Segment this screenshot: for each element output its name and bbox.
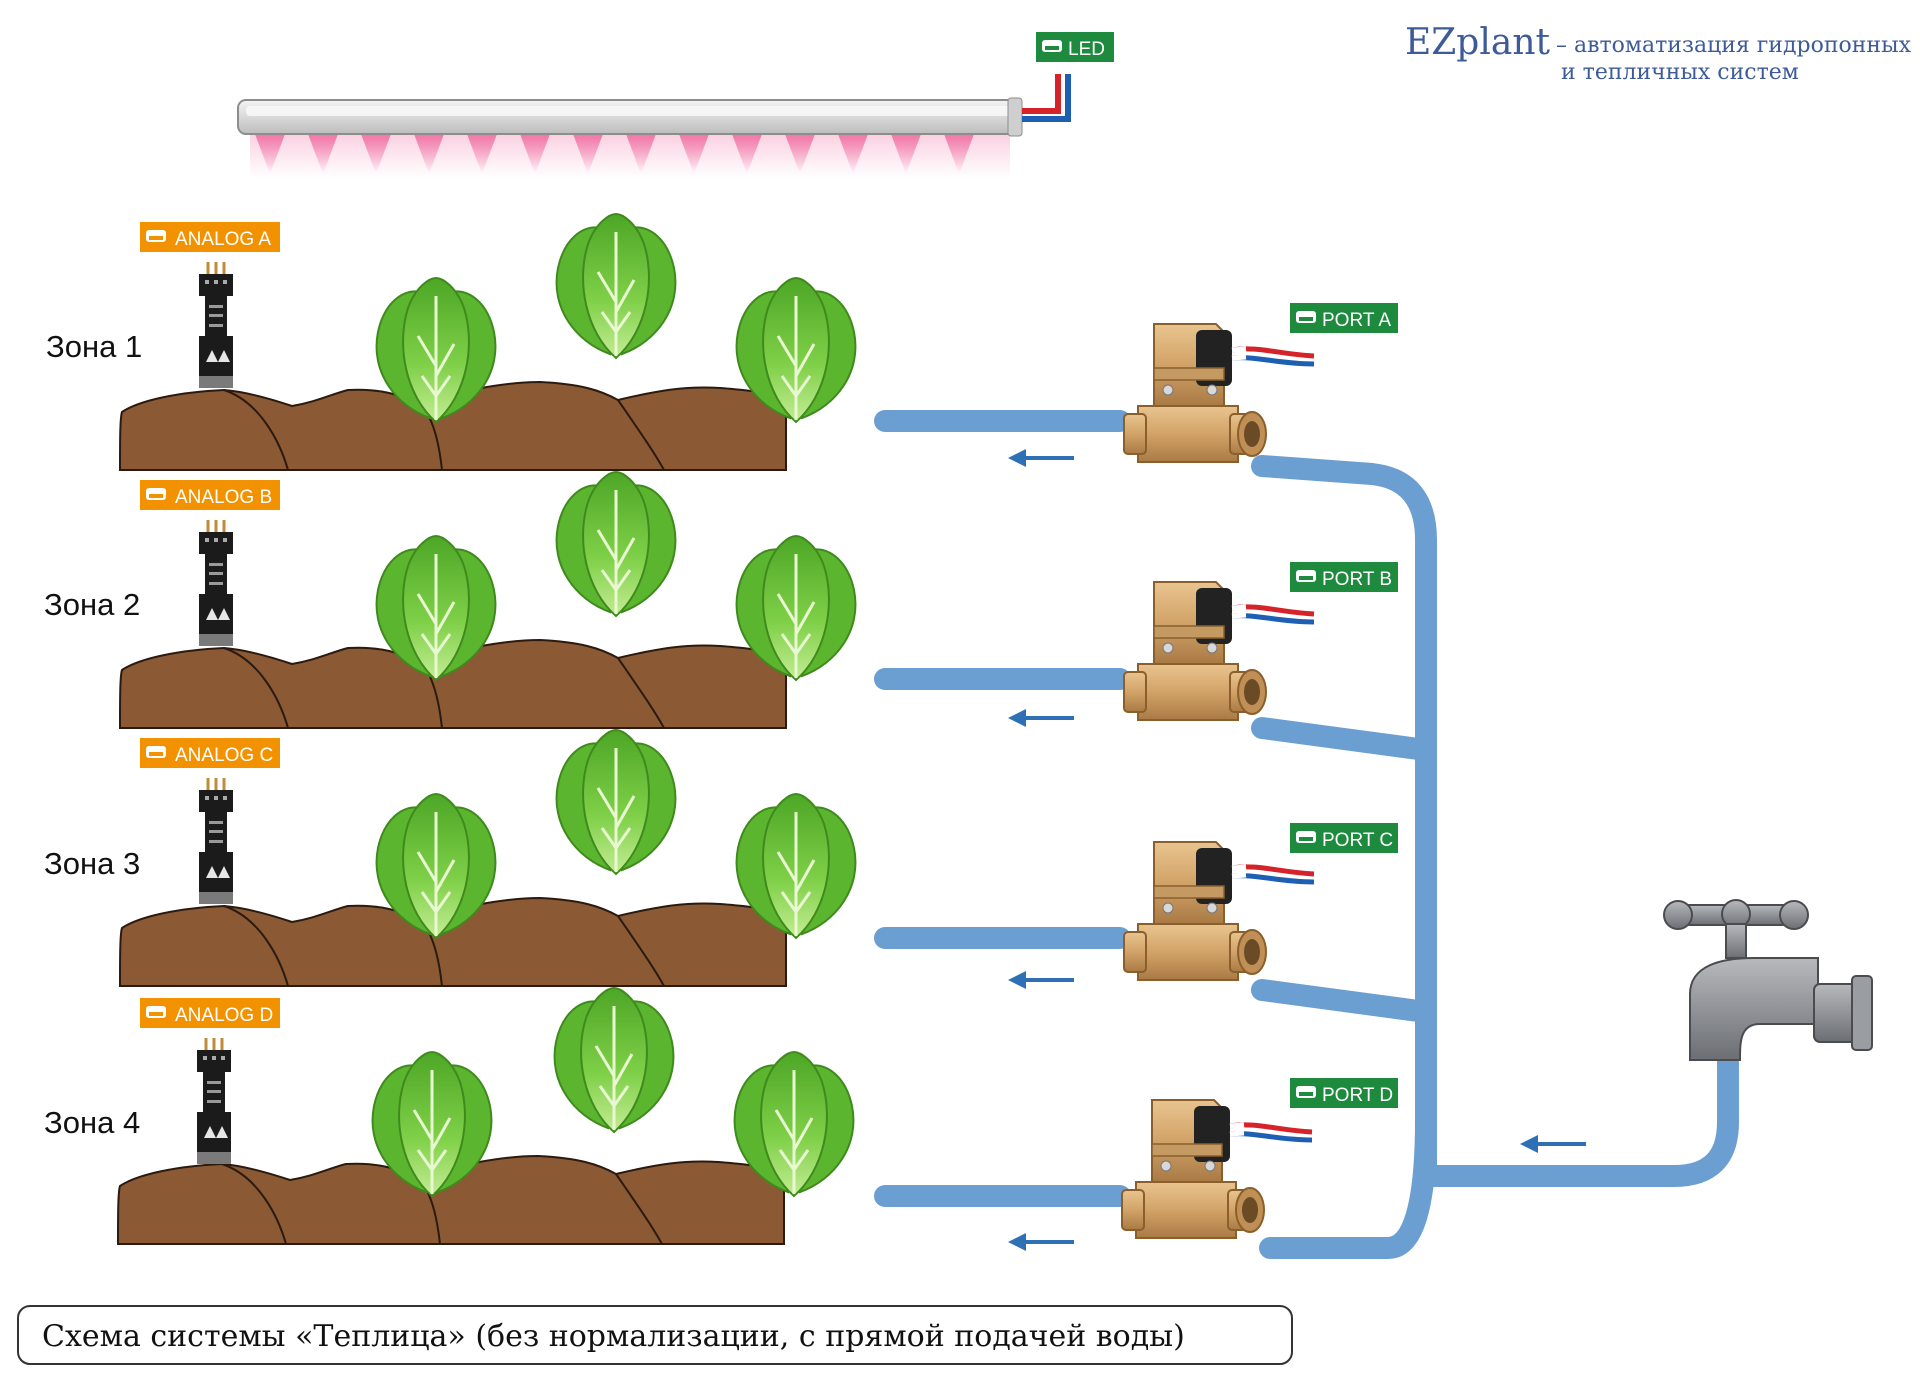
sensor-tag: ANALOG B — [140, 480, 280, 510]
flow-arrow-icon — [1006, 707, 1076, 729]
module-tag-icon — [1042, 40, 1062, 52]
zone-label: Зона 2 — [44, 587, 140, 622]
flow-arrow-icon — [1006, 1231, 1076, 1253]
port-label: PORT A — [1322, 310, 1391, 331]
solenoid-valve-icon — [1124, 324, 1314, 462]
lettuce-icon — [555, 728, 677, 876]
module-tag-icon — [1296, 831, 1316, 843]
led-strip-icon — [237, 74, 1071, 178]
sensor-label: ANALOG C — [175, 745, 273, 766]
brand-tagline-line1: – автоматизация гидропонных — [1556, 33, 1912, 58]
sensor-tag: ANALOG D — [140, 998, 280, 1028]
solenoid-valve-icon — [1124, 842, 1314, 980]
caption-box: Схема системы «Теплица» (без нормализаци… — [17, 1305, 1293, 1365]
soil-sensor-icon — [197, 260, 235, 390]
module-tag-icon — [1296, 311, 1316, 323]
sensor-label: ANALOG B — [175, 487, 272, 508]
sensor-label: ANALOG A — [175, 229, 271, 250]
sensor-label: ANALOG D — [175, 1005, 273, 1026]
module-tag-icon — [1296, 570, 1316, 582]
zone-1: ANALOG A Зона 1 PORT A — [46, 212, 1398, 471]
zone-label: Зона 3 — [44, 846, 140, 881]
port-tag: PORT C — [1290, 823, 1398, 853]
led-tag: LED — [1036, 32, 1114, 62]
module-tag-icon — [146, 230, 166, 242]
zone-3: ANALOG C Зона 3 PORT C — [44, 728, 1398, 991]
flow-arrow-icon — [1518, 1133, 1588, 1155]
solenoid-valve-icon — [1124, 582, 1314, 720]
port-tag: PORT B — [1290, 562, 1398, 592]
brand-tagline-line2: и тепличных систем — [1561, 60, 1799, 85]
sensor-tag: ANALOG A — [140, 222, 280, 252]
zone-label: Зона 4 — [44, 1105, 140, 1140]
led-label: LED — [1068, 39, 1105, 60]
zone-label: Зона 1 — [46, 329, 142, 364]
port-label: PORT B — [1322, 569, 1392, 590]
module-tag-icon — [146, 1006, 166, 1018]
caption-text: Схема системы «Теплица» (без нормализаци… — [42, 1319, 1185, 1354]
soil-sensor-icon — [197, 776, 235, 906]
soil-sensor-icon — [197, 518, 235, 648]
lettuce-icon — [553, 986, 675, 1134]
zone-4: ANALOG D Зона 4 PORT D — [44, 986, 1398, 1253]
port-label: PORT C — [1322, 830, 1393, 851]
water-pipes — [874, 410, 1739, 1259]
soil-sensor-icon — [195, 1036, 233, 1166]
port-tag: PORT A — [1290, 303, 1398, 333]
flow-arrow-icon — [1006, 447, 1076, 469]
zone-2: ANALOG B Зона 2 PORT B — [44, 470, 1398, 729]
solenoid-valve-icon — [1122, 1100, 1312, 1238]
module-tag-icon — [146, 488, 166, 500]
module-tag-icon — [146, 746, 166, 758]
port-label: PORT D — [1322, 1085, 1393, 1106]
flow-arrow-icon — [1006, 969, 1076, 991]
sensor-tag: ANALOG C — [140, 738, 280, 768]
port-tag: PORT D — [1290, 1078, 1398, 1108]
led-glow — [250, 134, 1010, 178]
water-tap-icon — [1663, 899, 1873, 1061]
lettuce-icon — [555, 212, 677, 360]
brand-name: EZplant — [1405, 22, 1551, 63]
lettuce-icon — [555, 470, 677, 618]
module-tag-icon — [1296, 1086, 1316, 1098]
